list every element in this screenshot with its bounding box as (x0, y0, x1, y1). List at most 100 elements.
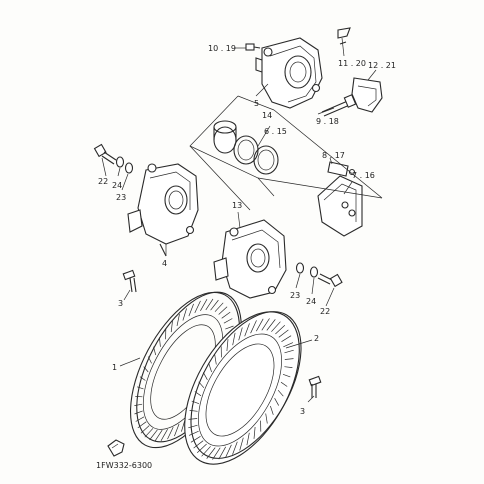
disc-slot (188, 424, 198, 429)
disc-slot (205, 298, 214, 311)
callout-23-left: 23 (116, 193, 126, 202)
washer-24-right (309, 266, 319, 278)
disc-slot (206, 447, 216, 459)
callout-2: 2 (314, 334, 319, 343)
diagram-code: 1FW332-6300 (96, 461, 152, 470)
disc-slot (176, 314, 180, 326)
disc-bolt-lower (308, 375, 322, 398)
disc-slot (275, 324, 286, 335)
brake-pads (317, 175, 363, 237)
callout-8-17: 8 . 17 (322, 151, 345, 160)
disc-slot (283, 342, 294, 348)
disc-bolt-upper (122, 269, 137, 293)
callout-5: 5 (254, 99, 259, 108)
upper-caliper-body (255, 37, 323, 109)
disc-slot (284, 349, 294, 354)
disc-slot (284, 366, 293, 368)
disc-slot (202, 372, 208, 380)
disc-slot (214, 354, 217, 365)
callout-10-19: 10 . 19 (208, 44, 236, 53)
disc-slot (218, 446, 227, 460)
disc-slot (170, 320, 173, 333)
disc-slot (188, 430, 199, 436)
callout-3-upper: 3 (118, 299, 123, 308)
disc-slot (200, 299, 208, 311)
disc-slot (188, 303, 194, 317)
disc-slot (280, 381, 288, 387)
callout-24-right: 24 (306, 297, 316, 306)
disc-slot (153, 346, 157, 356)
disc-slot (210, 299, 219, 311)
disc-slot (134, 403, 143, 406)
disc-slot (143, 366, 149, 373)
washer-24-left (115, 156, 125, 168)
callout-23-right: 23 (290, 291, 300, 300)
disc-slot (271, 321, 281, 332)
callout-3-lower: 3 (300, 407, 305, 416)
caliper-body-right (213, 219, 287, 299)
disc-slot (189, 410, 198, 412)
callout-6-15: 6 . 15 (264, 127, 287, 136)
bolt-22-left (93, 143, 117, 165)
disc-slot (136, 386, 144, 390)
front-arrow-icon (107, 439, 125, 457)
disc-slot (226, 339, 229, 352)
disc-slot (196, 443, 207, 454)
disc-slot (149, 429, 158, 441)
caliper-assembly-left (127, 163, 199, 257)
disc-slot (135, 416, 145, 422)
disc-slot (193, 440, 204, 449)
disc-slot (198, 381, 205, 389)
callout-13: 13 (232, 201, 242, 210)
disc-slot (147, 356, 152, 364)
leader-lines (101, 37, 377, 403)
pin-clip (337, 27, 351, 45)
callout-22-left: 22 (98, 177, 108, 186)
disc-slot (246, 432, 250, 446)
disc-slot (255, 318, 264, 332)
callout-7-16: 7 . 16 (352, 171, 375, 180)
disc-slot (194, 300, 201, 314)
disc-slot (278, 329, 289, 338)
disc-slot (134, 410, 143, 415)
callout-4: 4 (162, 259, 167, 268)
disc-slot (188, 418, 198, 420)
disc-slot (239, 437, 244, 451)
caliper-bolt-upper (321, 94, 357, 117)
callout-22-right: 22 (320, 307, 330, 316)
disc-slot (244, 323, 250, 337)
callout-11-20: 11 . 20 (338, 59, 366, 68)
disc-slot (212, 447, 221, 460)
disc-slot (274, 398, 280, 406)
disc-slot (208, 363, 212, 373)
brake-disc-2 (184, 311, 302, 465)
disc-slot (159, 337, 161, 347)
callout-12-21: 12 . 21 (368, 61, 396, 70)
disc-slot (284, 358, 294, 360)
disc-slot (154, 429, 163, 442)
washer-23-left (124, 162, 134, 174)
pad-spring (351, 77, 383, 113)
disc-slot (182, 308, 187, 321)
disc-slot (261, 318, 270, 331)
disc-slot (214, 302, 224, 312)
disc-slot (232, 441, 238, 455)
disc-slot (190, 436, 201, 443)
disc-slot (232, 332, 236, 346)
exploded-view-frame (189, 95, 383, 211)
disc-slot (266, 319, 276, 331)
disc-slot (140, 425, 150, 434)
disc-slot (253, 426, 256, 439)
disc-slot (167, 426, 174, 440)
disc-slot (265, 413, 268, 424)
disc-slot (223, 318, 233, 324)
disc-slot (194, 391, 202, 397)
disc-slot (225, 444, 232, 458)
disc-slot (270, 405, 274, 415)
piston-and-seals (213, 120, 279, 175)
disc-slot (225, 325, 234, 330)
callout-14: 14 (262, 111, 272, 120)
bleed-screw-upper (245, 43, 261, 51)
